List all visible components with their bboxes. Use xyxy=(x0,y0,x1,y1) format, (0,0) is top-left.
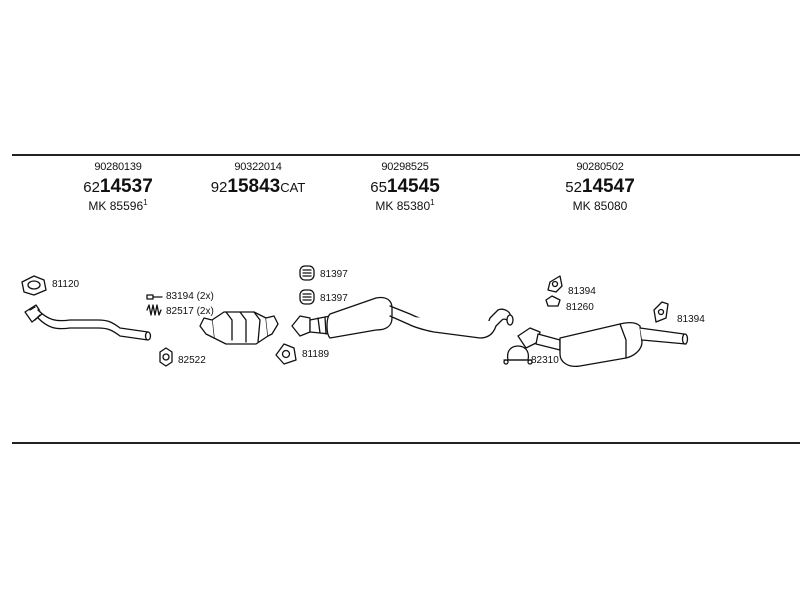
label-middle-gasket: 81189 xyxy=(302,349,330,360)
rubber-mount-icon xyxy=(299,289,315,305)
oe-number: 90280139 xyxy=(94,161,142,173)
part-number: 6514545 xyxy=(370,176,440,197)
front-clamp-icon xyxy=(159,347,173,367)
bottom-divider xyxy=(12,442,800,444)
part-number: 6214537 xyxy=(83,176,153,197)
middle-silencer-icon xyxy=(291,296,514,339)
top-divider xyxy=(12,154,800,156)
oe-number: 90298525 xyxy=(381,161,429,173)
label-rubber-mount-1: 81397 xyxy=(320,269,348,280)
mk-reference: MK 85080 xyxy=(572,199,628,213)
part-number: 9215843CAT xyxy=(210,176,306,197)
part-header-front-pipe: 90280139 6214537 MK 855961 xyxy=(43,161,193,213)
spring-icon xyxy=(146,304,162,316)
rear-hanger-icon xyxy=(547,275,563,293)
label-front-clamp: 82522 xyxy=(178,355,206,366)
rear-silencer-icon xyxy=(517,322,689,368)
oe-number: 90322014 xyxy=(234,161,282,173)
mk-reference: MK 853801 xyxy=(375,198,435,213)
oe-number: 90280502 xyxy=(576,161,624,173)
rear-clamp-icon xyxy=(503,345,533,365)
part-header-middle-silencer: 90298525 6514545 MK 853801 xyxy=(330,161,480,213)
rubber-mount-icon xyxy=(299,265,315,281)
label-rear-rubber: 81260 xyxy=(566,302,594,313)
part-number: 5214547 xyxy=(565,176,635,197)
label-spring-set: 82517 (2x) xyxy=(166,306,214,317)
front-pipe-icon xyxy=(24,304,152,341)
part-header-catalyst: 90322014 9215843CAT xyxy=(183,162,333,199)
label-rear-hanger-2: 81394 xyxy=(677,314,705,325)
label-rubber-mount-2: 81397 xyxy=(320,293,348,304)
mk-reference: MK 855961 xyxy=(88,198,148,213)
rear-hanger-icon xyxy=(653,301,669,323)
front-gasket-icon xyxy=(21,275,47,296)
part-header-rear-silencer: 90280502 5214547 MK 85080 xyxy=(525,161,675,213)
label-rear-hanger-1: 81394 xyxy=(568,286,596,297)
label-bolt-set: 83194 (2x) xyxy=(166,291,214,302)
rear-rubber-icon xyxy=(545,295,561,307)
label-front-gasket: 81120 xyxy=(52,279,80,290)
label-rear-clamp: 82310 xyxy=(531,355,559,366)
bolt-icon xyxy=(146,294,163,300)
middle-gasket-icon xyxy=(275,343,297,365)
catalytic-converter-icon xyxy=(199,311,279,345)
